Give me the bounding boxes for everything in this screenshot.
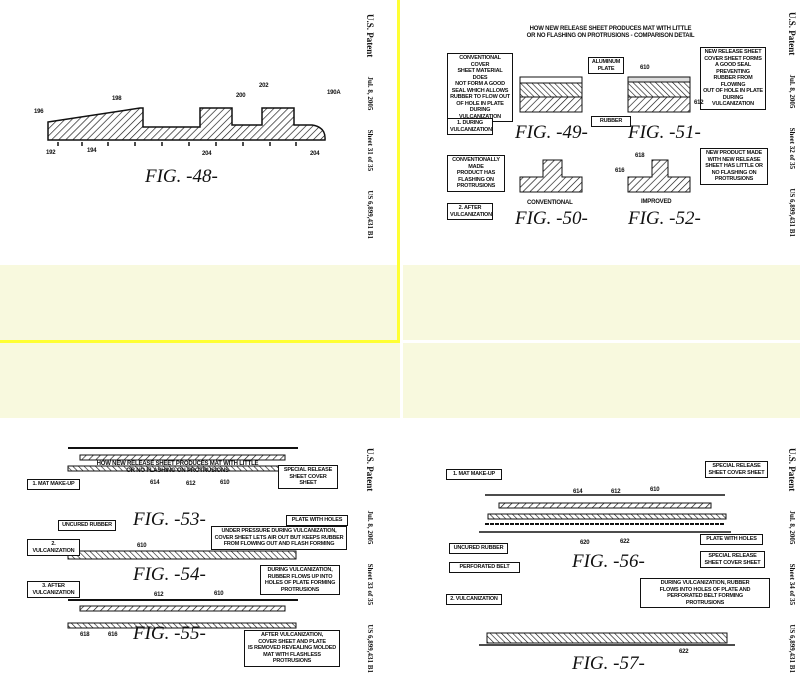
- figure-title: HOW NEW RELEASE SHEET PRODUCES MAT WITH …: [85, 461, 270, 475]
- ref-numeral: 190A: [327, 90, 341, 97]
- ref-numeral: 200: [236, 93, 245, 100]
- figure-label: FIG. -48-: [145, 166, 218, 188]
- ref-numeral: 610: [640, 65, 649, 72]
- ref-numeral: 204: [202, 151, 211, 158]
- step-after-vulcanization: 2. AFTER VULCANIZATION: [447, 203, 493, 220]
- ref-numeral: 612: [186, 481, 195, 488]
- ref-numeral: 622: [620, 539, 629, 546]
- figure-label: FIG. -52-: [628, 208, 701, 230]
- callout-under-pressure: UNDER PRESSURE DURING VULCANIZATION, COV…: [211, 526, 347, 550]
- ref-numeral: 194: [87, 148, 96, 155]
- figure-label: FIG. -49-: [515, 122, 588, 144]
- callout-special-release-sheet: SPECIAL RELEASE SHEET COVER SHEET: [705, 461, 768, 478]
- ref-numeral: 620: [580, 540, 589, 547]
- ref-numeral: 196: [34, 109, 43, 116]
- ref-numeral: 610: [137, 543, 146, 550]
- figure-label: FIG. -55-: [133, 623, 206, 645]
- callout-new-seal: NEW RELEASE SHEET COVER SHEET FORMS A GO…: [700, 47, 766, 110]
- step-vulcanization: 2. VULCANIZATION: [446, 594, 502, 605]
- label-improved: IMPROVED: [641, 199, 671, 206]
- callout-during-vulcanization: DURING VULCANIZATION, RUBBER FLOWS INTO …: [640, 578, 770, 608]
- thumbnail-fig-56-57[interactable]: 1. MAT MAKE-UP SPECIAL RELEASE SHEET COV…: [403, 343, 800, 686]
- fig-48-drawing: [0, 0, 400, 265]
- label-conventional: CONVENTIONAL: [527, 200, 573, 207]
- callout-uncured-rubber: UNCURED RUBBER: [58, 520, 116, 531]
- patent-header: U.S. PatentJul. 8, 2005Sheet 33 of 35US …: [365, 448, 375, 673]
- figure-label: FIG. -51-: [628, 122, 701, 144]
- ref-numeral: 614: [150, 480, 159, 487]
- figure-label: FIG. -56-: [572, 551, 645, 573]
- callout-special-release-sheet-bottom: SPECIAL RELEASE SHEET COVER SHEET: [700, 551, 765, 568]
- thumbnail-fig-48[interactable]: 196 198 200 202 190A 192 194 204 204 FIG…: [0, 0, 400, 343]
- step-after-vulcanization: 3. AFTER VULCANIZATION: [27, 581, 80, 598]
- caption-area: [403, 265, 800, 340]
- patent-header: U.S. PatentJul. 8, 2005Sheet 31 of 35US …: [365, 14, 375, 239]
- callout-during-vulcanization: DURING VULCANIZATION, RUBBER FLOWS UP IN…: [260, 565, 340, 595]
- callout-conventional-flashing: CONVENTIONALLY MADE PRODUCT HAS FLASHING…: [447, 155, 505, 192]
- ref-numeral: 192: [46, 150, 55, 157]
- callout-after-vulcanization: AFTER VULCANIZATION, COVER SHEET AND PLA…: [244, 630, 340, 667]
- ref-numeral: 612: [694, 100, 703, 107]
- ref-numeral: 204: [310, 151, 319, 158]
- ref-numeral: 610: [650, 487, 659, 494]
- ref-numeral: 198: [112, 96, 121, 103]
- figure-label: FIG. -53-: [133, 509, 206, 531]
- ref-numeral: 614: [573, 489, 582, 496]
- callout-conventional-seal: CONVENTIONAL COVER SHEET MATERIAL DOES N…: [447, 53, 513, 122]
- ref-numeral: 616: [615, 168, 624, 175]
- ref-numeral: 610: [214, 591, 223, 598]
- ref-numeral: 610: [220, 480, 229, 487]
- step-mat-make-up: 1. MAT MAKE-UP: [27, 479, 80, 490]
- fig-56-57-drawing: [403, 343, 800, 686]
- step-mat-make-up: 1. MAT MAKE-UP: [446, 469, 502, 480]
- figure-label: FIG. -57-: [572, 653, 645, 675]
- callout-rubber: RUBBER: [591, 116, 631, 127]
- callout-plate-with-holes: PLATE WITH HOLES: [700, 534, 763, 545]
- callout-aluminum-plate: ALUMINUM PLATE: [588, 57, 624, 74]
- caption-area: [0, 265, 397, 340]
- callout-plate-with-holes: PLATE WITH HOLES: [286, 515, 348, 526]
- ref-numeral: 612: [154, 592, 163, 599]
- thumbnail-fig-49-52[interactable]: HOW NEW RELEASE SHEET PRODUCES MAT WITH …: [403, 0, 800, 343]
- callout-uncured-rubber: UNCURED RUBBER: [449, 543, 508, 554]
- thumbnail-fig-53-55[interactable]: HOW NEW RELEASE SHEET PRODUCES MAT WITH …: [0, 343, 400, 686]
- ref-numeral: 612: [611, 489, 620, 496]
- figure-title: HOW NEW RELEASE SHEET PRODUCES MAT WITH …: [503, 26, 718, 40]
- ref-numeral: 618: [80, 632, 89, 639]
- ref-numeral: 622: [679, 649, 688, 656]
- patent-header: U.S. PatentJul. 8, 2005Sheet 34 of 35US …: [787, 448, 797, 673]
- ref-numeral: 202: [259, 83, 268, 90]
- patent-header: U.S. PatentJul. 8, 2005Sheet 32 of 35US …: [787, 12, 797, 237]
- ref-numeral: 616: [108, 632, 117, 639]
- step-vulcanization: 2. VULCANIZATION: [27, 539, 80, 556]
- callout-perforated-belt: PERFORATED BELT: [449, 562, 520, 573]
- callout-improved-product: NEW PRODUCT MADE WITH NEW RELEASE SHEET …: [700, 148, 768, 185]
- step-during-vulcanization: 1. DURING VULCANIZATION: [447, 118, 493, 135]
- ref-numeral: 618: [635, 153, 644, 160]
- figure-label: FIG. -54-: [133, 564, 206, 586]
- callout-special-release-sheet: SPECIAL RELEASE SHEET COVER SHEET: [278, 465, 338, 489]
- figure-label: FIG. -50-: [515, 208, 588, 230]
